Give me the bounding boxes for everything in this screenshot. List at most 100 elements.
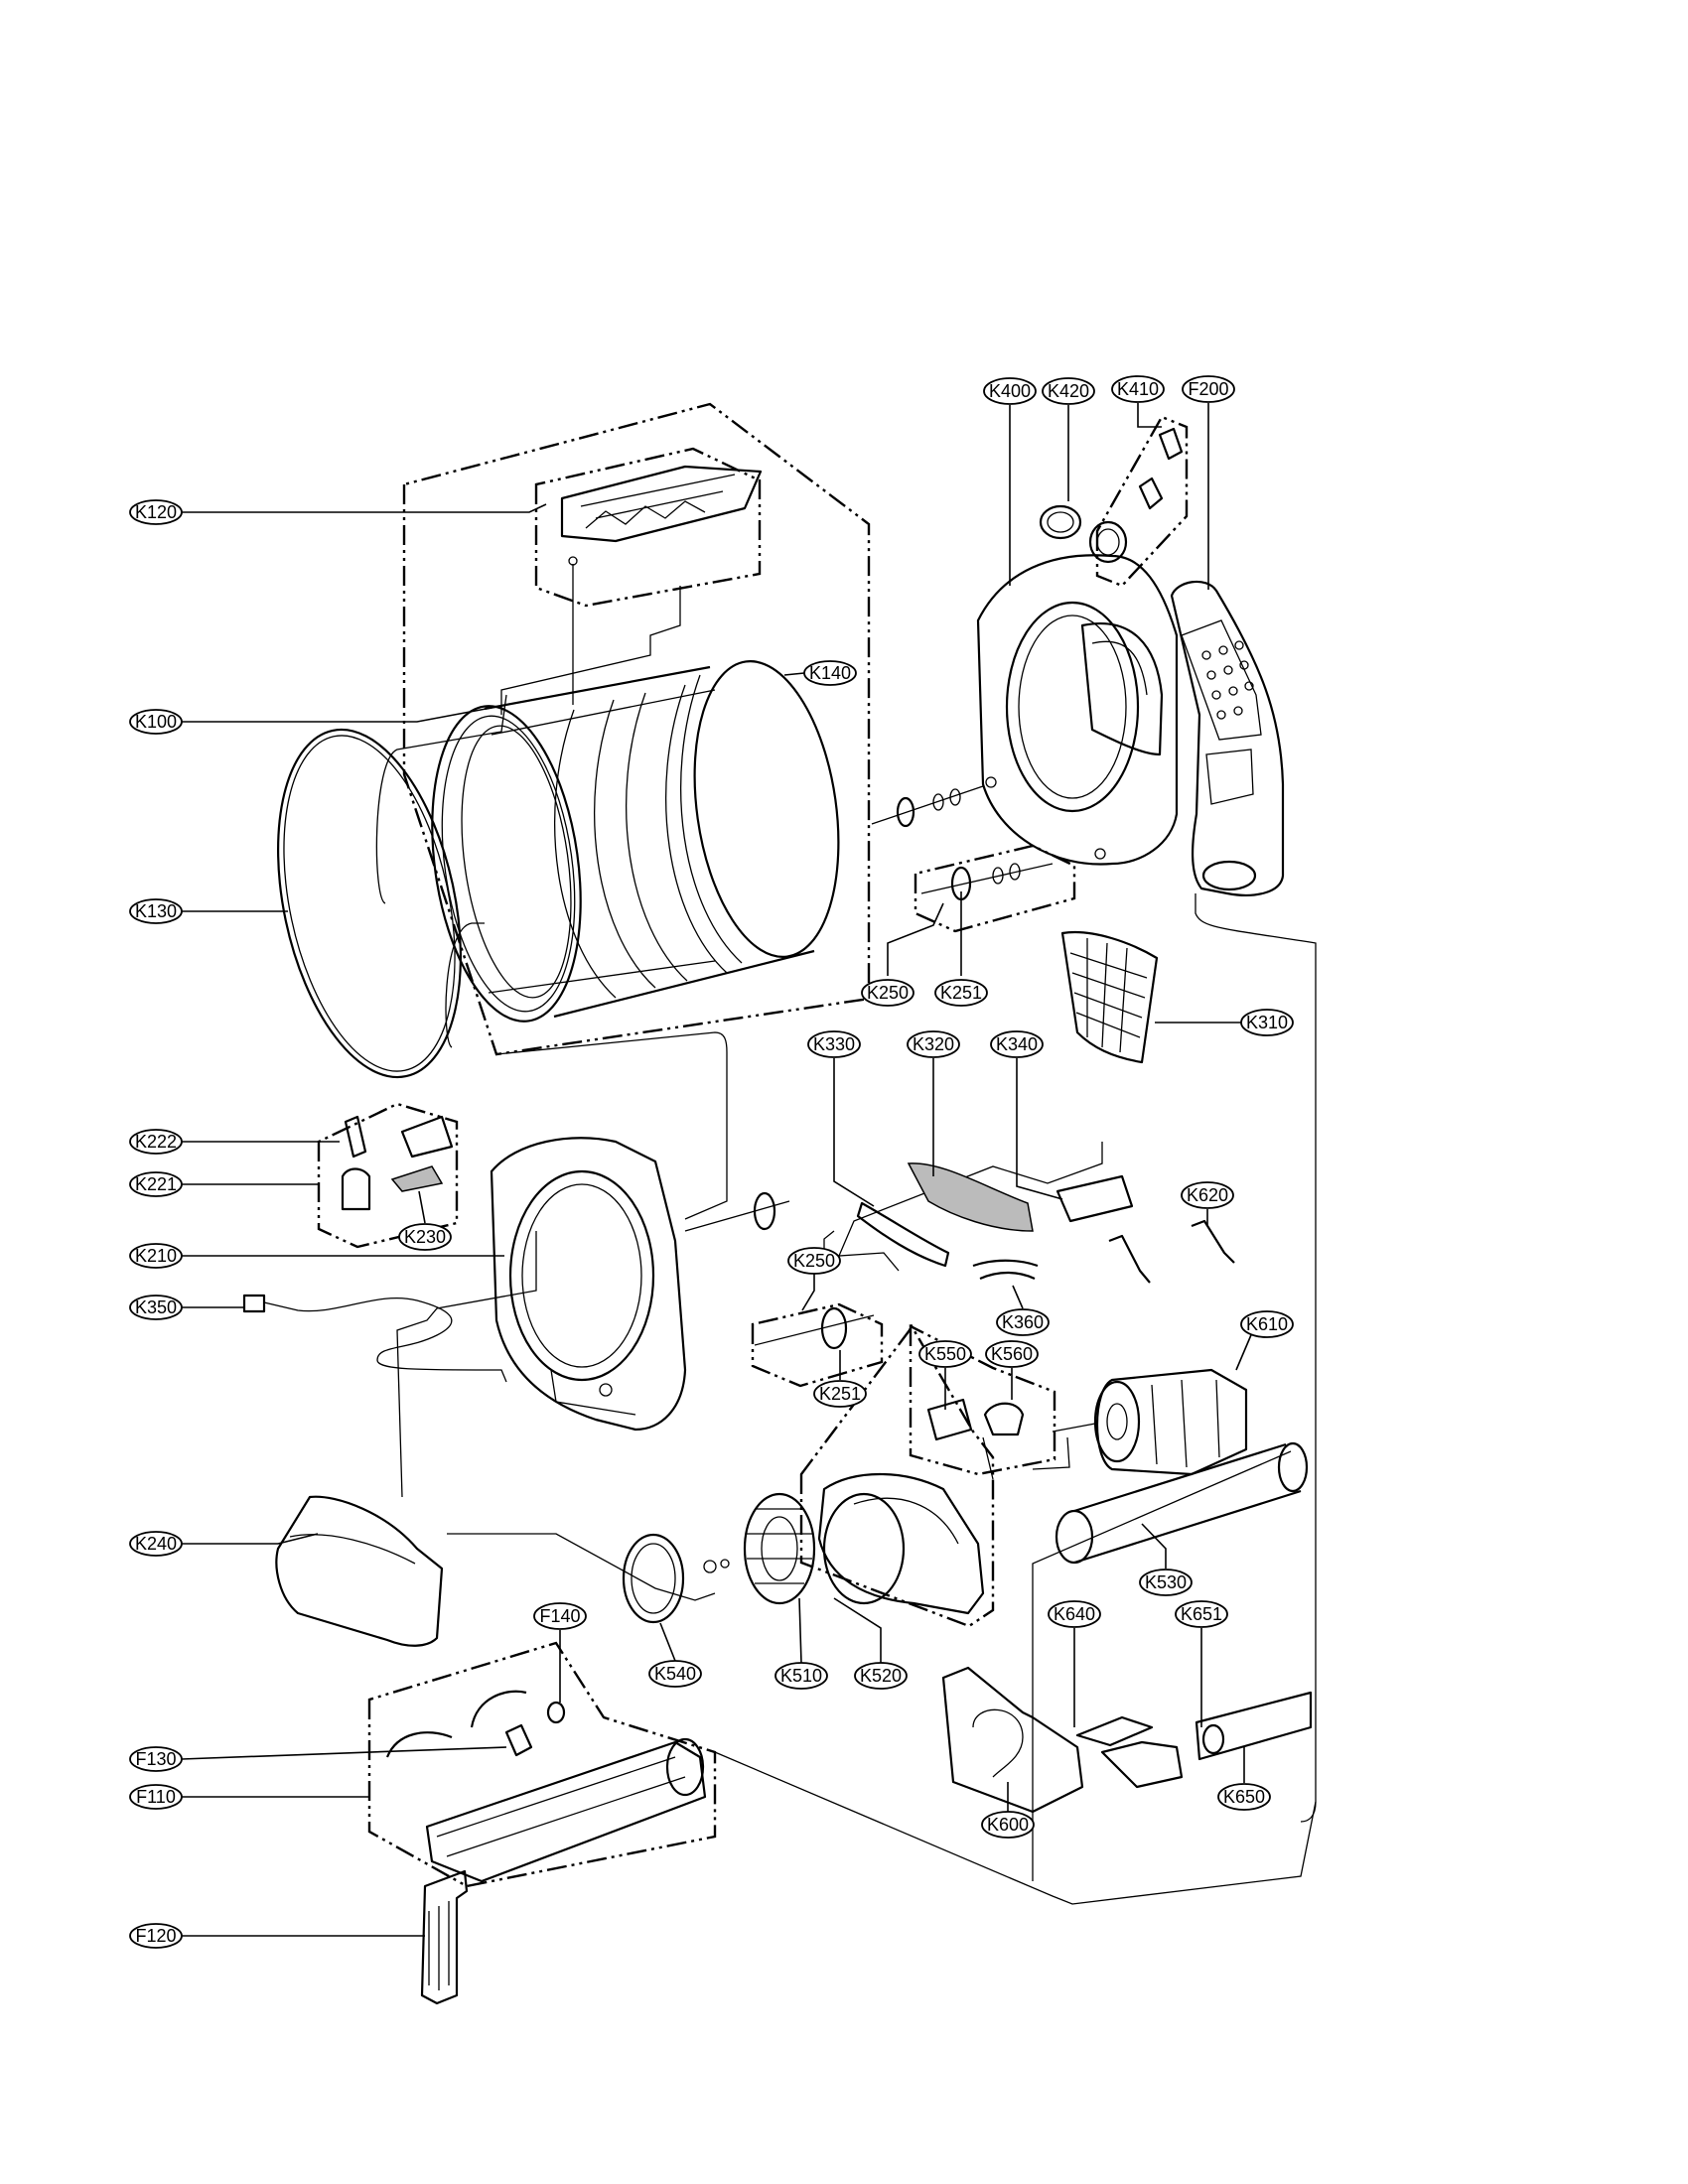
- callout-k350: K350: [129, 1295, 183, 1320]
- svg-text:K420: K420: [1048, 381, 1089, 401]
- rear-shaft-part: [871, 785, 1054, 901]
- rear-bulkhead-part: [976, 520, 1179, 866]
- leader-k520: [833, 1597, 882, 1663]
- svg-text:K310: K310: [1246, 1013, 1288, 1032]
- svg-text:K221: K221: [135, 1174, 177, 1194]
- callout-f200: F200: [1182, 375, 1235, 403]
- callout-k410: K410: [1111, 375, 1165, 403]
- callout-k600: K600: [981, 1811, 1035, 1839]
- drum-part: [431, 660, 840, 1023]
- callouts: K120 K100 K130 K140 K400 K420 K410 F200 …: [129, 375, 1294, 1949]
- callout-k222: K222: [129, 1129, 183, 1155]
- k610-motor-part: [1052, 1368, 1248, 1476]
- connector-drum-seal: [375, 694, 507, 904]
- svg-text:K520: K520: [860, 1666, 902, 1686]
- callout-k420: K420: [1042, 377, 1095, 405]
- callout-k651: K651: [1175, 1600, 1228, 1628]
- leader-k100: [182, 706, 497, 723]
- callout-k310: K310: [1240, 1009, 1294, 1036]
- svg-text:K230: K230: [404, 1227, 446, 1247]
- leader-k530: [1141, 1523, 1167, 1569]
- callout-k240: K240: [129, 1531, 183, 1557]
- callout-k221: K221: [129, 1171, 183, 1197]
- k530-duct-part: [1055, 1441, 1309, 1565]
- svg-text:K222: K222: [135, 1132, 177, 1152]
- callout-k560: K560: [985, 1340, 1039, 1368]
- leader-k230: [418, 1190, 426, 1224]
- front-bearing-group-outline: [751, 1302, 884, 1388]
- f200-filter-housing-part: [1170, 580, 1285, 896]
- blower-group-outline: [799, 1320, 995, 1628]
- connector-motor-bracket: [1032, 1436, 1070, 1470]
- callout-k250b: K250: [787, 1247, 841, 1275]
- rear-bearing-group-outline: [914, 844, 1076, 933]
- lifter-part: [560, 465, 763, 705]
- k420-ring-part: [1039, 504, 1082, 540]
- leader-k510: [798, 1597, 802, 1664]
- k640-k650-parts: [1075, 1691, 1313, 1789]
- k240-duct-part: [275, 1495, 444, 1647]
- callout-k530: K530: [1139, 1569, 1193, 1596]
- k600-bracket-part: [941, 1666, 1084, 1814]
- svg-text:K550: K550: [924, 1344, 966, 1364]
- k410-sensor-part: [1095, 415, 1189, 588]
- callout-k640: K640: [1048, 1600, 1101, 1628]
- callout-k100: K100: [129, 709, 183, 735]
- callout-k230: K230: [398, 1223, 452, 1251]
- callout-k251b: K251: [813, 1380, 867, 1408]
- callout-k540: K540: [648, 1660, 702, 1688]
- svg-text:K400: K400: [989, 381, 1031, 401]
- callout-k610: K610: [1240, 1310, 1294, 1338]
- connector-front-bulkhead: [495, 1031, 728, 1220]
- lifter-group-outline: [534, 447, 762, 608]
- callout-k510: K510: [774, 1662, 828, 1690]
- f130-f140-parts: [385, 1690, 566, 1758]
- svg-text:K250: K250: [793, 1251, 835, 1271]
- svg-text:K620: K620: [1187, 1185, 1228, 1205]
- svg-text:K320: K320: [913, 1034, 954, 1054]
- front-bearing-part: [684, 1191, 875, 1350]
- svg-text:K360: K360: [1002, 1312, 1044, 1332]
- drum-group-outline: [402, 402, 871, 1056]
- svg-text:K340: K340: [996, 1034, 1038, 1054]
- svg-text:F130: F130: [135, 1749, 176, 1769]
- group-outlines: [317, 402, 1076, 1888]
- callout-k330: K330: [807, 1030, 861, 1058]
- svg-text:K251: K251: [940, 983, 982, 1003]
- svg-text:F140: F140: [539, 1606, 580, 1626]
- connector-k240: [447, 1533, 716, 1601]
- leader-k340: [1016, 1058, 1063, 1200]
- leader-f130: [181, 1746, 507, 1760]
- connector-rear-filter: [1195, 893, 1317, 1823]
- callout-k520: K520: [854, 1662, 908, 1690]
- leader-k250b: [801, 1274, 815, 1311]
- connector-bottom-loop: [714, 1751, 1317, 1905]
- parts: [242, 415, 1313, 2005]
- callout-k340: K340: [990, 1030, 1044, 1058]
- leader-k120: [182, 503, 547, 513]
- svg-text:K530: K530: [1145, 1572, 1187, 1592]
- k350-harness-part: [242, 1294, 507, 1383]
- k540-ring-part: [622, 1533, 685, 1624]
- f120-heater-element-part: [420, 1869, 469, 2005]
- svg-text:K330: K330: [813, 1034, 855, 1054]
- callout-k400: K400: [983, 377, 1037, 405]
- svg-text:K651: K651: [1181, 1604, 1222, 1624]
- svg-text:K251: K251: [819, 1384, 861, 1404]
- svg-text:F120: F120: [135, 1926, 176, 1946]
- thermostat-group-outline: [317, 1102, 459, 1249]
- svg-text:K410: K410: [1117, 379, 1159, 399]
- svg-text:K640: K640: [1054, 1604, 1095, 1624]
- svg-text:K510: K510: [780, 1666, 822, 1686]
- svg-text:K560: K560: [991, 1344, 1033, 1364]
- svg-text:K100: K100: [135, 712, 177, 732]
- connector-lines: [375, 586, 1317, 1905]
- connector-drum-front: [445, 922, 485, 1048]
- motor-sensor-group-outline: [909, 1324, 1056, 1476]
- k510-blower-wheel-part: [703, 1492, 816, 1605]
- svg-text:K210: K210: [135, 1246, 177, 1266]
- svg-text:K140: K140: [809, 663, 851, 683]
- callout-k320: K320: [907, 1030, 960, 1058]
- svg-text:K130: K130: [135, 901, 177, 921]
